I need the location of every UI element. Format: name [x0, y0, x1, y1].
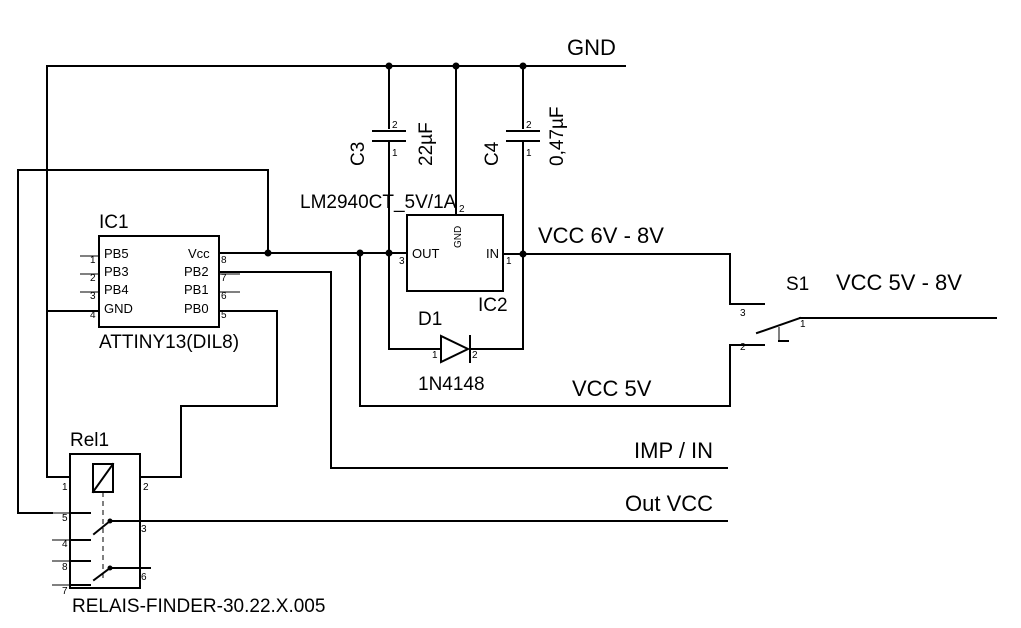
ic2-ref: IC2	[478, 295, 508, 316]
vcc-switch-label: VCC 5V - 8V	[836, 270, 962, 295]
ic1-pin-num-7: 7	[221, 273, 227, 284]
rel1-part: RELAIS-FINDER-30.22.X.005	[72, 596, 325, 617]
capacitor-c3: 2 1 C3 22µF	[348, 120, 437, 255]
ic2-part: LM2940CT_5V/1A	[300, 192, 457, 213]
imp-in-label: IMP / IN	[634, 438, 713, 463]
c3-ref: C3	[348, 142, 369, 166]
d1-part: 1N4148	[418, 374, 485, 395]
vcc5-net: VCC 5V	[17, 169, 765, 514]
ic1-pin-pb0: PB0	[184, 301, 209, 316]
microcontroller-ic1: IC1 ATTINY13(DIL8) PB5 PB3 PB4 GND 1 2 3…	[80, 212, 240, 353]
rel1-pin3: 3	[141, 524, 147, 535]
c4-pin-bottom: 1	[526, 148, 532, 159]
s1-pin2: 2	[740, 342, 746, 353]
ic1-pin-pb2: PB2	[184, 264, 209, 279]
ic1-pin-pb4: PB4	[104, 282, 129, 297]
s1-pin3: 3	[740, 308, 746, 319]
ic1-pin-num-4: 4	[90, 310, 96, 321]
ic1-pin-num-8: 8	[221, 255, 227, 266]
vcc-in-label: VCC 6V - 8V	[538, 223, 664, 248]
ic2-pin-in: IN	[486, 246, 499, 261]
ic1-pin-gnd: GND	[104, 301, 133, 316]
ic1-ref: IC1	[99, 212, 129, 233]
ic1-pin-pb5: PB5	[104, 246, 129, 261]
ic2-pin-out: OUT	[412, 246, 440, 261]
s1-pin1: 1	[800, 319, 806, 330]
ic1-pin-num-5: 5	[221, 310, 227, 321]
ic1-pin-num-3: 3	[90, 291, 96, 302]
d1-pin-a: 1	[432, 350, 438, 361]
diode-d1: D1 1N4148 1 2	[388, 309, 524, 395]
gnd-net: GND	[46, 35, 626, 478]
ic1-pin-pb3: PB3	[104, 264, 129, 279]
rel1-pin7: 7	[62, 586, 68, 597]
rel1-ref: Rel1	[70, 430, 109, 451]
ic1-pin-num-6: 6	[221, 291, 227, 302]
rel1-pin1: 1	[62, 482, 68, 493]
ic2-pin-out-num: 3	[399, 256, 405, 267]
capacitor-c4: 2 1 C4 0,47µF	[482, 106, 568, 255]
c3-pin-top: 2	[392, 120, 398, 131]
rel1-pin8: 8	[62, 562, 68, 573]
s1-ref: S1	[786, 274, 809, 295]
switch-s1: S1 1 2 3 VCC 5V - 8V	[740, 270, 997, 353]
ic2-pin-in-num: 1	[506, 256, 512, 267]
relay-drive-net	[139, 310, 278, 478]
imp-in-net: IMP / IN	[218, 271, 728, 469]
c3-value: 22µF	[416, 122, 437, 166]
ic1-pin-num-1: 1	[90, 255, 96, 266]
ic1-pin-pb1: PB1	[184, 282, 209, 297]
rel1-pin5: 5	[62, 513, 68, 524]
out-vcc-net: Out VCC	[109, 491, 728, 522]
ic2-pin-gnd: GND	[453, 226, 464, 248]
d1-pin-k: 2	[472, 350, 478, 361]
ic1-part: ATTINY13(DIL8)	[99, 332, 239, 353]
rel1-pin6: 6	[141, 572, 147, 583]
relay-rel1: Rel1 RELAIS-FINDER-30.22.X.005 1 2 5 4 3…	[52, 430, 325, 617]
rel1-pin4: 4	[62, 539, 68, 550]
c3-pin-bottom: 1	[392, 148, 398, 159]
c4-ref: C4	[482, 141, 503, 166]
d1-ref: D1	[418, 309, 442, 330]
ic1-pin-vcc: Vcc	[188, 246, 210, 261]
out-vcc-label: Out VCC	[625, 491, 713, 516]
vcc-in-net: VCC 6V - 8V	[502, 223, 765, 350]
ic1-pin-num-2: 2	[90, 273, 96, 284]
c4-value: 0,47µF	[547, 106, 568, 166]
vcc5-label: VCC 5V	[572, 376, 652, 401]
rel1-pin2: 2	[143, 482, 149, 493]
gnd-label: GND	[567, 35, 616, 60]
ic2-pin-gnd-num: 2	[459, 204, 465, 215]
c4-pin-top: 2	[526, 120, 532, 131]
